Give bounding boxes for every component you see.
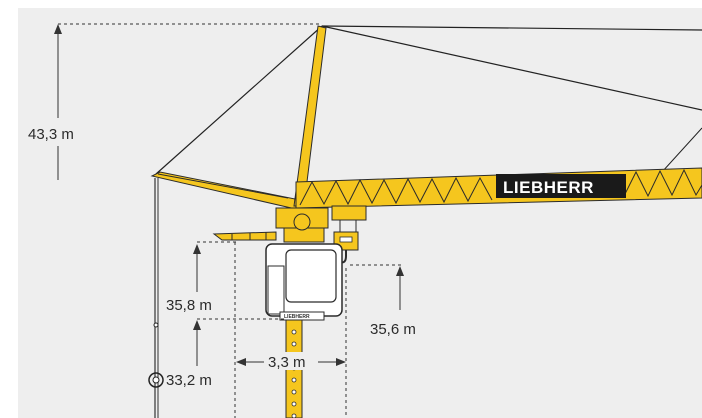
trolley-unit xyxy=(331,205,367,221)
mast-width-label-bg xyxy=(264,352,318,370)
base-height-arrow-head xyxy=(193,320,201,330)
jib-height-arrow-head xyxy=(193,244,201,254)
main-cable-diagonal xyxy=(321,25,702,111)
total-height-label: 43,3 m xyxy=(28,126,74,143)
mast-width-label: 3,3 m xyxy=(268,354,306,371)
hook-block-plate xyxy=(339,236,353,243)
base-height-label: 33,2 m xyxy=(166,372,212,389)
jib-height-label: 35,8 m xyxy=(166,297,212,314)
total-height-arrow-head xyxy=(54,24,62,34)
cabin-brand-text: LIEBHERR xyxy=(284,314,310,320)
cabin-side-panel xyxy=(267,265,285,315)
hook-height-label: 35,6 m xyxy=(370,321,416,338)
brand-logo-text: LIEBHERR xyxy=(503,178,594,197)
cabin-window xyxy=(285,249,337,303)
main-cable-left xyxy=(155,25,323,175)
mast-width-arrow-left xyxy=(236,358,246,366)
rope-pulley-hub xyxy=(152,376,160,384)
main-cable-right xyxy=(321,25,702,31)
rope-weight xyxy=(153,322,159,328)
hook-height-arrow-head xyxy=(396,266,404,276)
brand-band xyxy=(496,174,626,198)
jib-cable-far xyxy=(661,127,702,173)
counter-jib-tie xyxy=(157,173,289,199)
platform-railing xyxy=(212,231,277,241)
jib-lattice xyxy=(299,168,702,206)
winch-drum xyxy=(293,213,311,231)
mast-width-arrow-right xyxy=(336,358,346,366)
rope-pulley xyxy=(148,372,164,388)
